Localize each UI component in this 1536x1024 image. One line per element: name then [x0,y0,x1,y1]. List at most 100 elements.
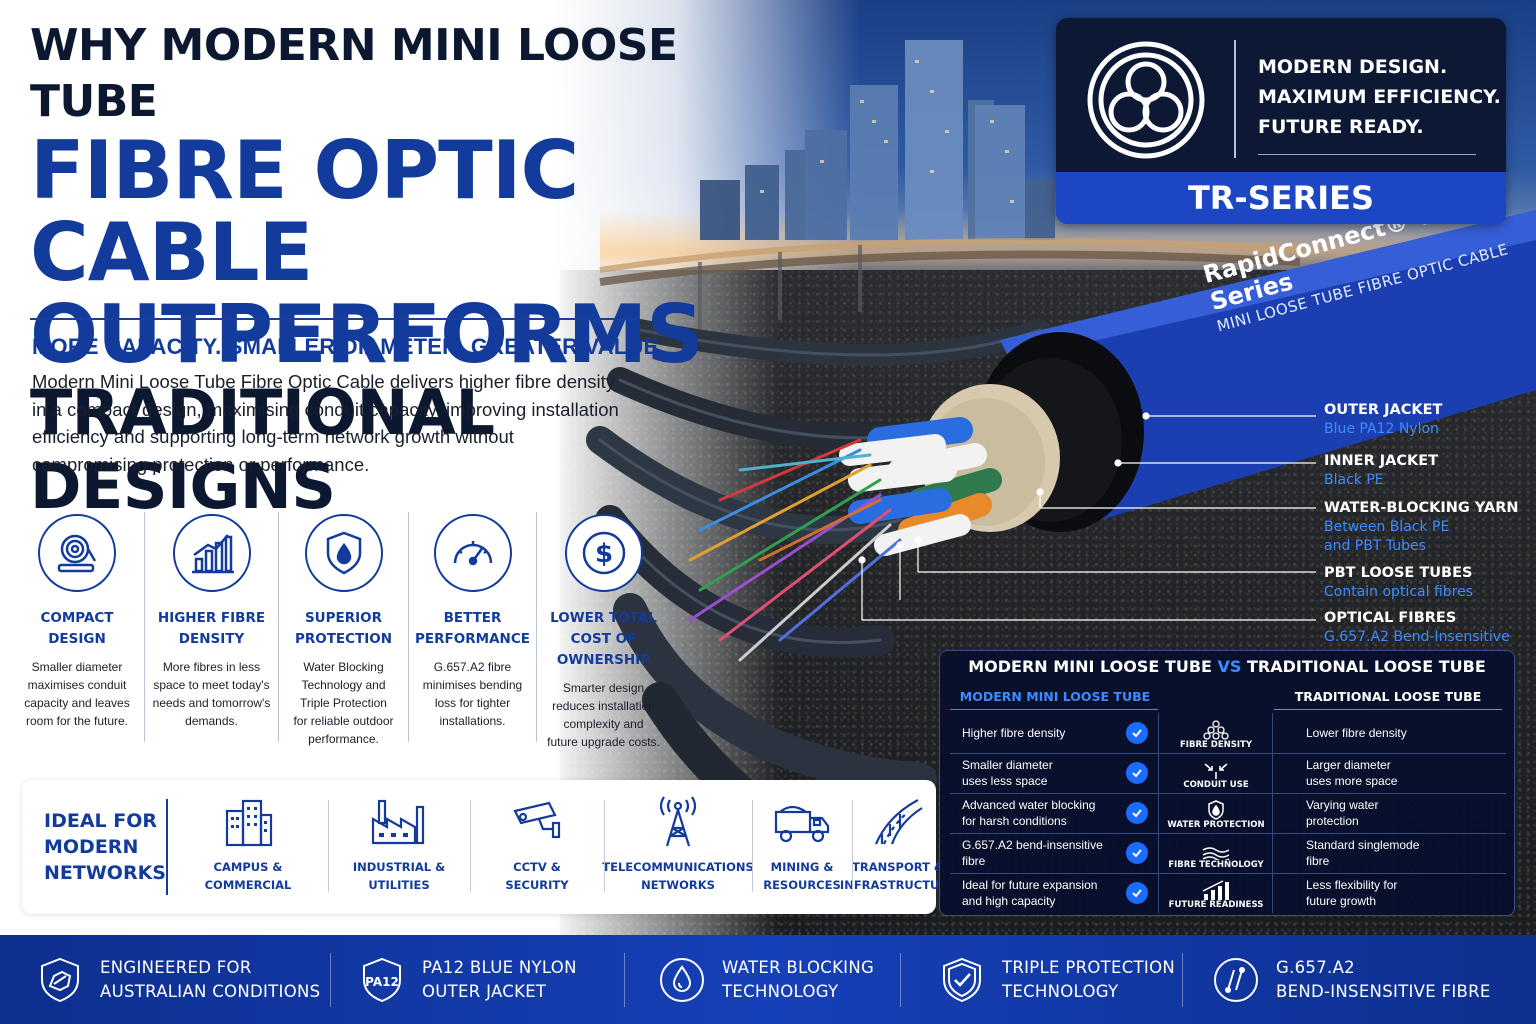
cable-reel-icon [38,514,116,592]
comparison-criteria-label: FIBRE TECHNOLOGY [1168,860,1264,870]
comparison-traditional-cell: Less flexibility for future growth [1306,878,1398,908]
comparison-row-divider [950,833,1506,834]
bottom-item-text: PA12 BLUE NYLON OUTER JACKET [422,957,577,1001]
main-cable [920,210,1536,532]
bottom-item-triple-protection: TRIPLE PROTECTION TECHNOLOGY [900,935,1182,1024]
cctv-camera-icon [509,796,565,848]
callout-sub: Between Black PE and PBT Tubes [1324,519,1450,554]
feature-columns: COMPACT DESIGN Smaller diameter maximise… [10,512,670,749]
comparison-criteria: FUTURE READINESS [1160,873,1272,913]
comparison-traditional-cell: Standard singlemode fibre [1306,838,1420,868]
optical-fibres [688,438,902,662]
comparison-criteria-label: FIBRE DENSITY [1180,740,1252,750]
comparison-criteria: CONDUIT USE [1160,753,1272,793]
ideal-item-cctv: CCTV & SECURITY [470,780,604,914]
tr-slogan: MODERN DESIGN. MAXIMUM EFFICIENCY. FUTUR… [1258,52,1501,142]
loose-tubes [839,417,1002,556]
tagline: MORE CAPACITY. SMALLER DIAMETER. GREATER… [32,334,665,359]
headline-line4: TRADITIONAL DESIGNS [30,376,495,523]
three-tube-logo-icon [1084,38,1208,162]
feature-desc: G.657.A2 fibre minimises bending loss fo… [422,660,523,728]
callout-sub: Black PE [1324,472,1384,488]
ideal-for-panel: IDEAL FOR MODERN NETWORKS CAMPUS & COMME… [22,780,956,914]
feature-desc: Smarter design reduces installation comp… [547,681,660,749]
shield-drop-icon [304,514,383,592]
comparison-row-divider [950,753,1506,754]
road-icon [872,796,924,848]
comparison-modern-cell: Ideal for future expansion and high capa… [962,878,1098,908]
factory-icon [369,796,429,848]
tr-series-label: TR-SERIES [1056,172,1506,224]
comparison-modern-cell: Advanced water blocking for harsh condit… [962,798,1096,828]
comparison-criteria-label: CONDUIT USE [1183,780,1249,790]
ideal-item-label: TELECOMMUNICATIONS NETWORKS [602,860,754,892]
bottom-item-text: WATER BLOCKING TECHNOLOGY [722,957,875,1001]
comparison-criteria-label: WATER PROTECTION [1167,820,1265,830]
comparison-title-b: TRADITIONAL LOOSE TUBE [1247,657,1486,676]
bottom-item-text: TRIPLE PROTECTION TECHNOLOGY [1002,957,1176,1001]
ideal-for-items: CAMPUS & COMMERCIAL INDUSTRIAL & UTILITI… [168,780,956,914]
feature-title: BETTER PERFORMANCE [415,610,530,647]
comparison-row: Smaller diameter uses less space CONDUIT… [950,753,1506,793]
city-skyline [700,40,1055,240]
headline: WHY MODERN MINI LOOSE TUBE FIBRE OPTIC C… [30,18,790,524]
comparison-divider [1272,713,1273,913]
svg-text:$: $ [594,539,612,569]
callout-title: PBT LOOSE TUBES [1324,565,1473,581]
feature-superior-protection: SUPERIOR PROTECTION Water Blocking Techn… [278,512,408,746]
comparison-title-vs: VS [1217,657,1242,676]
shield-drop-icon [1208,800,1224,820]
feature-better-performance: BETTER PERFORMANCE G.657.A2 fibre minimi… [408,512,536,742]
callout-pbt-loose-tubes: PBT LOOSE TUBES Contain optical fibres [1324,563,1473,602]
ideal-item-telecom: TELECOMMUNICATIONS NETWORKS [602,780,754,914]
comparison-criteria-label: FUTURE READINESS [1168,900,1264,910]
comparison-traditional-cell: Lower fibre density [1306,726,1407,740]
bottom-item-text: G.657.A2 BEND-INSENSITIVE FIBRE [1276,957,1491,1001]
ideal-item-mining: MINING & RESOURCES [752,780,852,914]
callout-water-blocking-yarn: WATER-BLOCKING YARN Between Black PE and… [1324,498,1519,556]
callout-title: OUTER JACKET [1324,402,1443,418]
callout-leaders [858,412,1316,621]
comparison-col-modern: MODERN MINI LOOSE TUBE [959,689,1151,704]
bottom-item-text: ENGINEERED FOR AUSTRALIAN CONDITIONS [100,957,321,1001]
feature-lower-cost: $ LOWER TOTAL COST OF OWNERSHIP Smarter … [536,512,670,749]
comparison-traditional-cell: Larger diameter uses more space [1306,758,1398,788]
callout-title: OPTICAL FIBRES [1324,610,1457,626]
ideal-item-transport: TRANSPORT & INFRASTRUCTURE [840,780,956,914]
bend-fibre-icon [1214,957,1258,1002]
callout-title: INNER JACKET [1324,453,1439,469]
comparison-criteria: WATER PROTECTION [1160,793,1272,833]
pa12-shield-icon: PA12 [363,957,401,1002]
comparison-row: Higher fibre density FIBRE DENSITY Lower… [950,713,1506,753]
ideal-for-title: IDEAL FOR MODERN NETWORKS [22,799,168,895]
comparison-row: Advanced water blocking for harsh condit… [950,793,1506,833]
check-icon [1126,762,1148,784]
headline-line1: WHY MODERN MINI LOOSE TUBE [30,20,678,127]
comparison-col-traditional: TRADITIONAL LOOSE TUBE [1294,689,1482,704]
bottom-item-australian: ENGINEERED FOR AUSTRALIAN CONDITIONS [0,935,330,1024]
mining-truck-icon [772,796,832,848]
comparison-divider [1158,713,1159,913]
ideal-item-campus: CAMPUS & COMMERCIAL [168,780,328,914]
ideal-item-label: CAMPUS & COMMERCIAL [204,860,292,892]
callout-title: WATER-BLOCKING YARN [1324,500,1519,516]
callout-sub: Blue PA12 Nylon [1324,421,1439,437]
feature-title: HIGHER FIBRE DENSITY [157,610,266,647]
comparison-col-underline [1274,709,1502,710]
feature-desc: More fibres in less space to meet today'… [152,660,271,728]
tr-slogan-line: MODERN DESIGN. [1258,56,1448,78]
headline-divider [30,318,636,320]
comparison-title-a: MODERN MINI LOOSE TUBE [968,657,1212,676]
comparison-col-underline [950,709,1158,710]
ideal-item-label: MINING & RESOURCES [763,860,841,892]
comparison-modern-cell: Smaller diameter uses less space [962,758,1053,788]
dollar-coin-icon: $ [564,514,643,592]
ideal-item-label: TRANSPORT & INFRASTRUCTURE [839,860,957,892]
shield-check-icon [943,957,981,1002]
callout-outer-jacket: OUTER JACKET Blue PA12 Nylon [1324,400,1442,439]
intro-paragraph: Modern Mini Loose Tube Fibre Optic Cable… [32,371,619,475]
ideal-item-industrial: INDUSTRIAL & UTILITIES [328,780,470,914]
pa12-icon-text: PA12 [365,975,399,989]
comparison-criteria: FIBRE TECHNOLOGY [1160,833,1272,873]
comparison-traditional-cell: Varying water protection [1306,798,1379,828]
